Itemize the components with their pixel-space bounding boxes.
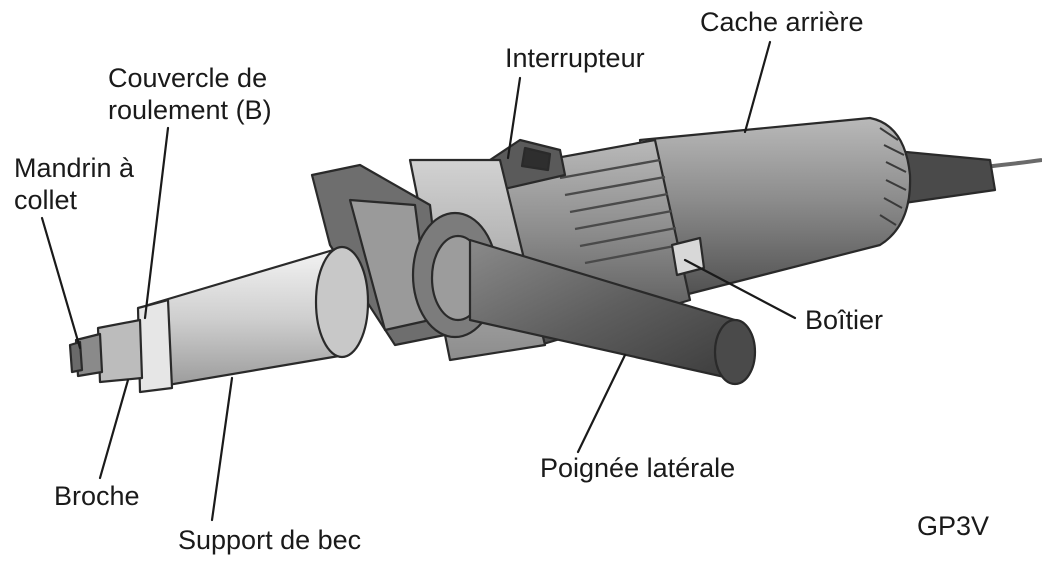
nose-support-end — [314, 245, 370, 359]
spindle — [96, 318, 144, 384]
leader-interrupteur — [506, 76, 522, 160]
switch-slider — [520, 146, 552, 172]
leader-poignee — [576, 353, 627, 454]
label-boitier: Boîtier — [805, 305, 884, 335]
housing-vents — [559, 158, 681, 265]
leader-cache-arriere — [743, 40, 772, 134]
leader-couvercle — [143, 126, 170, 320]
label-couvercle-line1: Couvercle de — [108, 63, 268, 93]
label-interrupteur: Interrupteur — [505, 43, 645, 73]
label-broche: Broche — [54, 481, 140, 511]
rear-cap — [638, 116, 912, 302]
label-couvercle-line2: roulement (B) — [108, 95, 272, 125]
label-mandrin-line2: collet — [14, 185, 78, 215]
label-model: GP3V — [917, 511, 990, 541]
handle-end — [713, 318, 757, 386]
leader-broche — [98, 378, 130, 480]
label-couvercle-de-roulement: Couvercle de roulement (B) — [108, 62, 272, 126]
leader-mandrin — [40, 216, 82, 350]
collet-nut — [68, 340, 84, 374]
label-poignee-laterale: Poignée latérale — [540, 453, 736, 483]
label-support-de-bec: Support de bec — [178, 525, 362, 555]
label-mandrin-a-collet: Mandrin à collet — [14, 152, 134, 216]
rear-cap-ribs — [879, 127, 907, 226]
label-mandrin-line1: Mandrin à — [14, 153, 135, 183]
leader-support — [210, 376, 234, 522]
leader-boitier — [683, 258, 797, 320]
label-cache-arriere: Cache arrière — [700, 7, 864, 37]
housing-label-plate — [670, 236, 706, 277]
bearing-cover — [136, 298, 174, 394]
